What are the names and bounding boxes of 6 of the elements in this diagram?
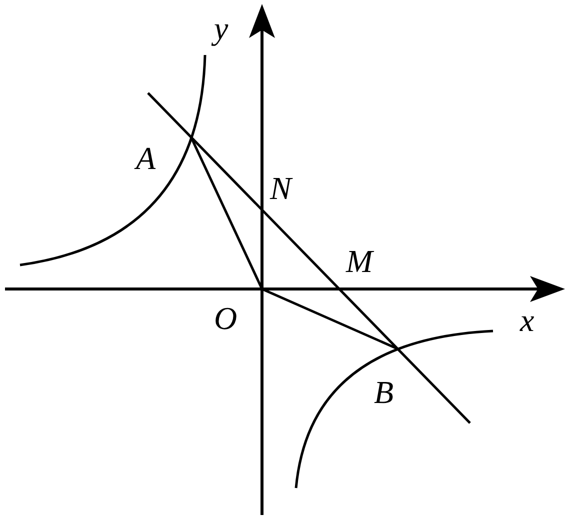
axis-label: x [520,304,534,336]
origin-label: O [214,302,238,334]
point-label: A [136,142,156,174]
point-label: N [270,172,292,204]
point-label: M [346,245,373,277]
point-label: B [374,376,394,408]
